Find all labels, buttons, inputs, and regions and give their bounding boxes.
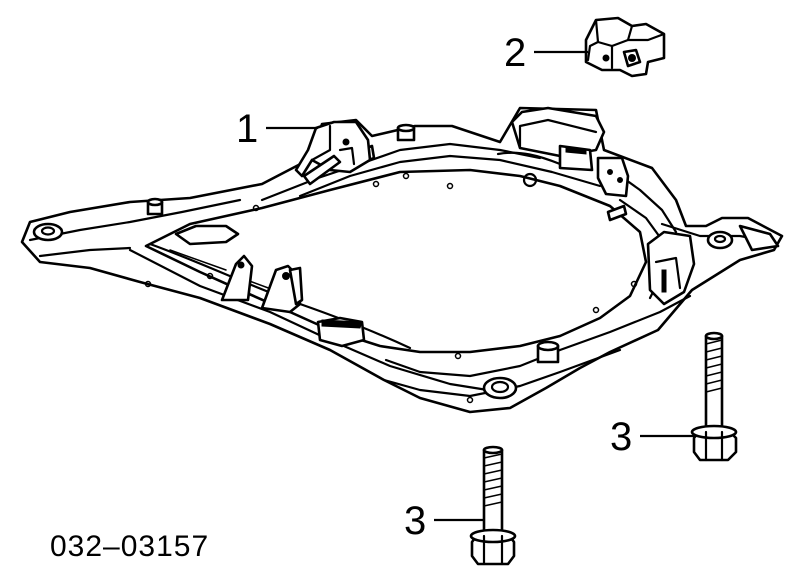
front-subframe (20, 106, 784, 414)
part-3-bolt-bottom (469, 445, 517, 566)
callout-2: 2 (504, 31, 588, 75)
part-1-bracket (294, 120, 372, 186)
callout-3-right-label: 3 (610, 415, 632, 459)
callout-3-right: 3 (610, 415, 694, 459)
part-2-mount-bracket (584, 16, 666, 78)
callout-3-bottom: 3 (404, 499, 484, 543)
callout-2-label: 2 (504, 31, 526, 75)
callout-1: 1 (236, 107, 318, 151)
callout-1-label: 1 (236, 107, 258, 151)
diagram-part-number: 032–03157 (50, 530, 209, 563)
part-3-bolt-right (690, 331, 738, 462)
callout-3-bottom-label: 3 (404, 499, 426, 543)
